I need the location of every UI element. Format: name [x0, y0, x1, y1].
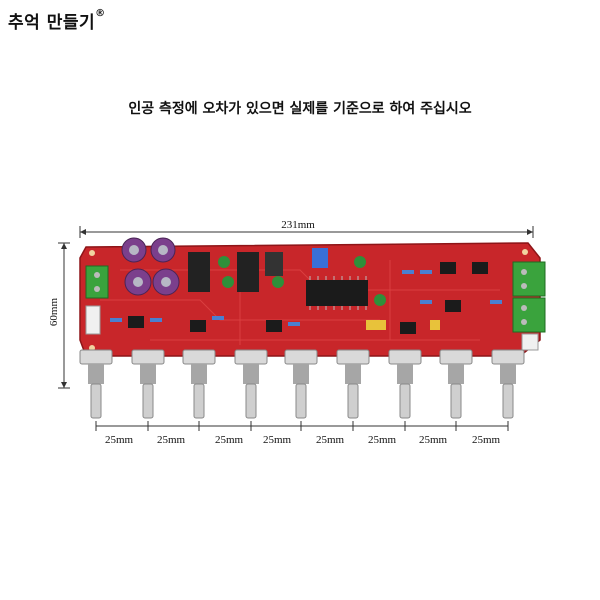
- spacing-label: 25mm: [316, 434, 345, 446]
- spacing-label: 25mm: [215, 434, 244, 446]
- electrolytic-capacitors: [121, 237, 386, 306]
- potentiometer: [182, 349, 216, 419]
- width-dimension: 231mm: [79, 218, 534, 238]
- potentiometer: [284, 349, 318, 419]
- dip-switch: [312, 248, 328, 268]
- main-ic-chip: [306, 280, 368, 306]
- measurement-notice: 인공 측정에 오차가 있으면 실제를 기준으로 하여 주십시오: [128, 101, 472, 117]
- potentiometer: [79, 349, 113, 419]
- spacing-label: 25mm: [157, 434, 186, 446]
- height-dimension: 60mm: [48, 242, 70, 389]
- spacing-dimension: 25mm 25mm 25mm 25mm 25mm 25mm 25mm 25mm: [95, 421, 509, 446]
- spacing-label: 25mm: [419, 434, 448, 446]
- left-connector: [85, 305, 101, 335]
- right-terminal-blocks: [512, 261, 546, 333]
- potentiometer: [491, 349, 525, 419]
- spacing-label: 25mm: [105, 434, 134, 446]
- film-capacitors: [366, 320, 440, 330]
- potentiometer: [131, 349, 165, 419]
- potentiometers: [79, 349, 525, 419]
- brand-name: 추억 만들기: [8, 13, 96, 33]
- width-label: 231mm: [281, 219, 315, 231]
- op-amp-chips: [128, 262, 488, 334]
- potentiometer: [439, 349, 473, 419]
- brand-logo: 추억 만들기®: [8, 8, 106, 33]
- potentiometer: [234, 349, 268, 419]
- left-terminal-block: [85, 265, 109, 299]
- regulators: [188, 252, 283, 292]
- spacing-label: 25mm: [263, 434, 292, 446]
- right-connector: [521, 333, 539, 351]
- spacing-label: 25mm: [368, 434, 397, 446]
- potentiometer: [388, 349, 422, 419]
- height-label: 60mm: [48, 298, 60, 327]
- spacing-label: 25mm: [472, 434, 501, 446]
- resistors: [110, 270, 502, 326]
- registered-mark: ®: [95, 8, 106, 19]
- potentiometer: [336, 349, 370, 419]
